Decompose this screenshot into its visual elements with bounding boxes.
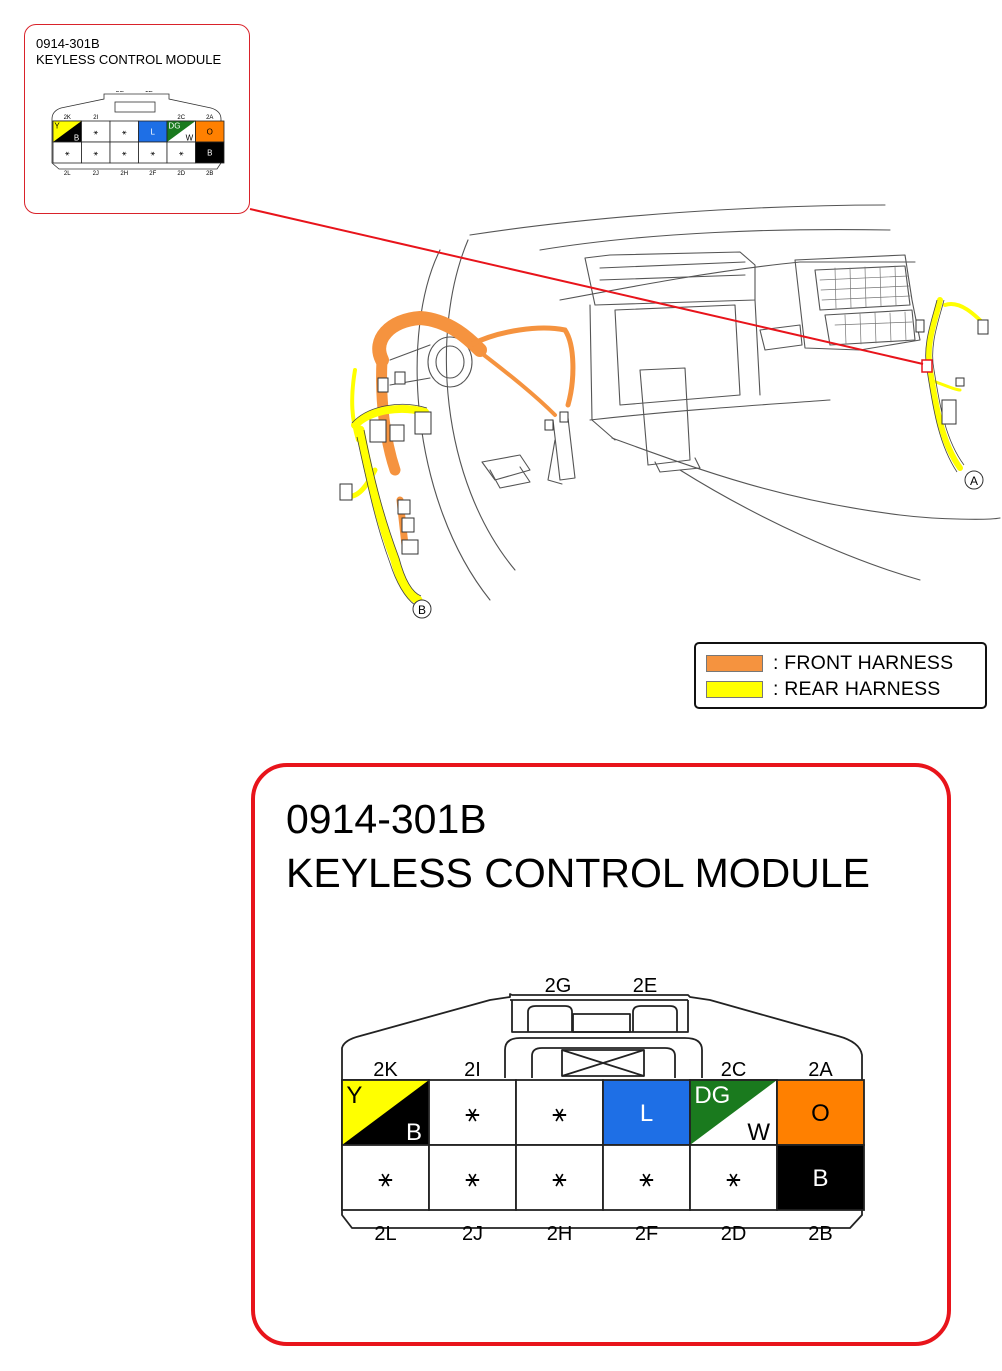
legend-item-front: : FRONT HARNESS: [706, 652, 953, 674]
pin-unused-mark: ⚹: [65, 148, 70, 157]
pin-cell: ⚹: [166, 141, 196, 164]
pin-label-bottom: 2D: [177, 171, 185, 177]
pin-label-top: 2I: [464, 1059, 481, 1081]
pin-label-top: 2A: [808, 1059, 833, 1081]
dashboard-illustration: A B: [249, 204, 1001, 619]
pin-label-upper: 2E: [633, 975, 657, 997]
pin-unused-mark: ⚹: [465, 1100, 479, 1127]
pin-label-bottom: 2H: [547, 1223, 573, 1245]
pin-wire-color-stripe: B: [74, 133, 79, 142]
pin-label-bottom: 2H: [120, 171, 128, 177]
pin-wire-color: O: [207, 127, 213, 136]
pin-cell: ⚹: [602, 1144, 691, 1211]
pin-cell: ⚹: [81, 141, 111, 164]
pin-cell: ⚹: [81, 120, 111, 143]
pin-unused-mark: ⚹: [122, 148, 127, 157]
pin-cell: O: [776, 1079, 865, 1146]
pin-wire-color: B: [207, 148, 212, 157]
module-location-marker: [921, 359, 933, 373]
pin-label-bottom: 2F: [149, 171, 156, 177]
pin-label-bottom: 2B: [808, 1223, 832, 1245]
harness-legend: : FRONT HARNESS : REAR HARNESS: [694, 642, 987, 709]
callout-leader-line: [249, 208, 924, 365]
pin-label-top: 2K: [373, 1059, 398, 1081]
pin-cell: ⚹: [515, 1079, 604, 1146]
pin-wire-color-primary: Y: [346, 1082, 362, 1109]
pin-cell: ⚹: [52, 141, 82, 164]
pin-cell: ⚹: [341, 1144, 430, 1211]
pin-cell: O: [195, 120, 225, 143]
pin-label-upper: 2E: [145, 91, 152, 94]
small-part-number: 0914-301B: [36, 36, 100, 51]
pin-label-top: 2I: [93, 115, 98, 121]
pin-unused-mark: ⚹: [639, 1165, 653, 1192]
marker-a-label: A: [970, 474, 978, 488]
pin-unused-mark: ⚹: [378, 1165, 392, 1192]
pin-unused-mark: ⚹: [93, 148, 98, 157]
pin-wire-color: L: [151, 127, 156, 136]
pin-cell: ⚹: [689, 1144, 778, 1211]
pin-unused-mark: ⚹: [552, 1165, 566, 1192]
pin-label-bottom: 2F: [635, 1223, 658, 1245]
pin-label-upper: 2G: [545, 975, 572, 997]
pin-label-bottom: 2D: [721, 1223, 747, 1245]
pin-wire-color-stripe: W: [186, 133, 194, 142]
pin-wire-color: L: [640, 1100, 653, 1127]
pin-cell: ⚹: [138, 141, 168, 164]
pin-cell: L: [138, 120, 168, 143]
marker-b-label: B: [418, 603, 426, 617]
pin-cell: DG W: [166, 120, 196, 143]
legend-label-front: : FRONT HARNESS: [773, 651, 954, 674]
pin-label-upper: 2G: [116, 91, 124, 94]
pin-unused-mark: ⚹: [179, 148, 184, 157]
pin-label-top: 2A: [206, 115, 213, 121]
pin-cell: ⚹: [428, 1144, 517, 1211]
legend-label-rear: : REAR HARNESS: [773, 677, 941, 700]
pin-wire-color-stripe: B: [406, 1119, 422, 1146]
pin-wire-color-primary: Y: [54, 122, 60, 131]
small-module-name: KEYLESS CONTROL MODULE: [36, 52, 222, 67]
pin-cell: B: [195, 141, 225, 164]
pin-cell: ⚹: [109, 120, 139, 143]
pin-wire-color-primary: DG: [694, 1082, 730, 1109]
pin-label-bottom: 2B: [206, 171, 213, 177]
pin-label-top: 2C: [177, 115, 185, 121]
pin-wire-color: B: [812, 1165, 828, 1192]
big-module-name: KEYLESS CONTROL MODULE: [286, 850, 871, 896]
pin-wire-color-stripe: W: [747, 1119, 770, 1146]
legend-item-rear: : REAR HARNESS: [706, 678, 941, 700]
connector-housing: [341, 993, 863, 1229]
pin-cell: L: [602, 1079, 691, 1146]
pin-unused-mark: ⚹: [465, 1165, 479, 1192]
pin-cell: YB: [341, 1079, 430, 1146]
big-part-number: 0914-301B: [286, 796, 487, 842]
pin-cell: DG W: [689, 1079, 778, 1146]
front-harness-swatch: [706, 654, 763, 672]
pin-unused-mark: ⚹: [726, 1165, 740, 1192]
pin-cell: YB: [52, 120, 82, 143]
pin-label-top: 2C: [721, 1059, 747, 1081]
pin-label-bottom: 2L: [64, 171, 71, 177]
pin-label-top: 2K: [64, 115, 71, 121]
big-callout: [251, 763, 951, 1346]
pin-unused-mark: ⚹: [552, 1100, 566, 1127]
pin-cell: ⚹: [109, 141, 139, 164]
pin-cell: ⚹: [428, 1079, 517, 1146]
pin-unused-mark: ⚹: [150, 148, 155, 157]
pin-cell: B: [776, 1144, 865, 1211]
pin-wire-color-primary: DG: [168, 122, 180, 131]
pin-unused-mark: ⚹: [122, 127, 127, 136]
pin-wire-color: O: [811, 1100, 830, 1127]
pin-label-bottom: 2L: [374, 1223, 396, 1245]
pin-label-bottom: 2J: [93, 171, 99, 177]
rear-harness-swatch: [706, 680, 763, 698]
pin-cell: ⚹: [515, 1144, 604, 1211]
pin-unused-mark: ⚹: [93, 127, 98, 136]
pin-label-bottom: 2J: [462, 1223, 483, 1245]
